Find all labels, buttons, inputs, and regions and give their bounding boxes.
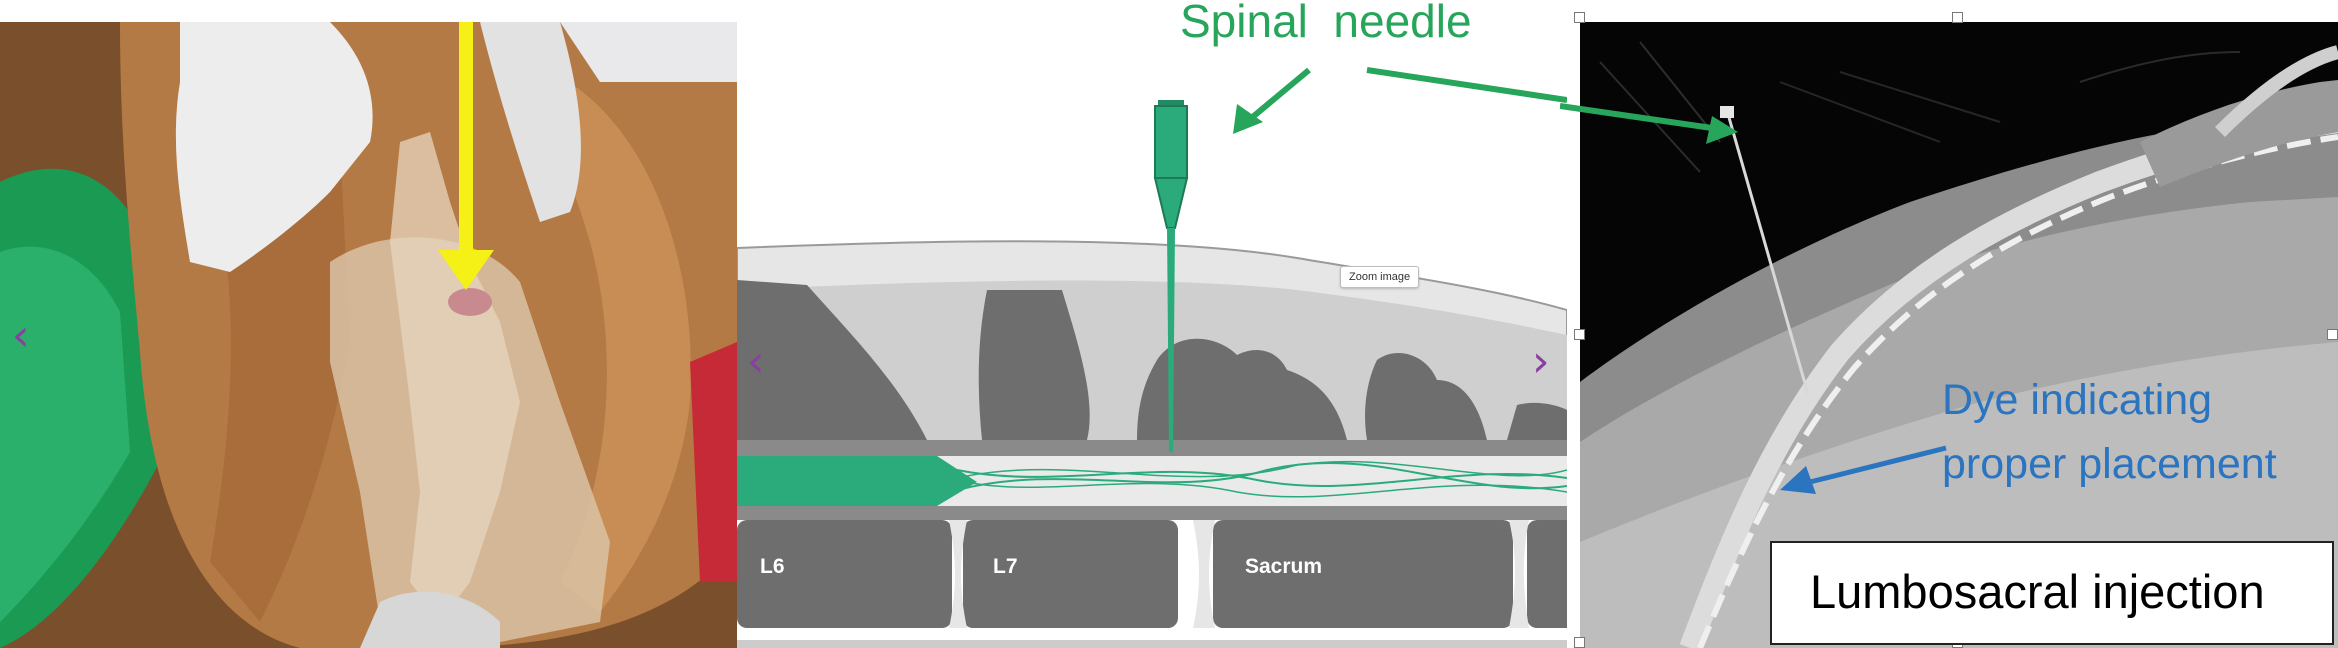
dye-pointer-arrow bbox=[1780, 445, 1947, 494]
chevron-left-icon: ‹ bbox=[12, 310, 30, 361]
selection-handle-bottom-left[interactable] bbox=[1574, 637, 1585, 648]
dye-annotation: Dye indicating proper placement bbox=[1942, 368, 2277, 496]
photo-prev-arrow[interactable]: ‹ bbox=[12, 314, 30, 358]
dog-photo-illustration bbox=[0, 22, 737, 648]
selection-handle-top-left[interactable] bbox=[1574, 12, 1585, 23]
vertebra-label-l6: L6 bbox=[760, 555, 785, 578]
chevron-right-icon: › bbox=[1532, 336, 1550, 387]
dye-annotation-line2: proper placement bbox=[1942, 440, 2277, 488]
selection-handle-middle-right[interactable] bbox=[2327, 329, 2338, 340]
selection-handle-top-center[interactable] bbox=[1952, 12, 1963, 23]
needle-pointer-arrow bbox=[1560, 103, 1738, 144]
diagram-next-arrow[interactable]: › bbox=[1532, 340, 1550, 384]
dog-photo-panel: ‹ bbox=[0, 22, 737, 648]
spinal-diagram bbox=[737, 67, 1567, 648]
spinal-needle-label: Spinal needle bbox=[1180, 0, 1472, 47]
spinal-diagram-panel: ‹ › bbox=[737, 0, 1567, 648]
caption-box bbox=[1770, 541, 2334, 645]
dye-annotation-line1: Dye indicating bbox=[1942, 376, 2213, 424]
chevron-left-icon: ‹ bbox=[747, 336, 765, 387]
zoom-image-button[interactable]: Zoom image bbox=[1340, 266, 1420, 288]
caption-text[interactable]: Lumbosacral injection bbox=[1810, 565, 2265, 618]
selection-handle-middle-left[interactable] bbox=[1574, 329, 1585, 340]
vertebra-label-sacrum: Sacrum bbox=[1245, 555, 1323, 578]
diagram-prev-arrow[interactable]: ‹ bbox=[747, 340, 765, 384]
vertebra-label-l7: L7 bbox=[993, 555, 1018, 578]
